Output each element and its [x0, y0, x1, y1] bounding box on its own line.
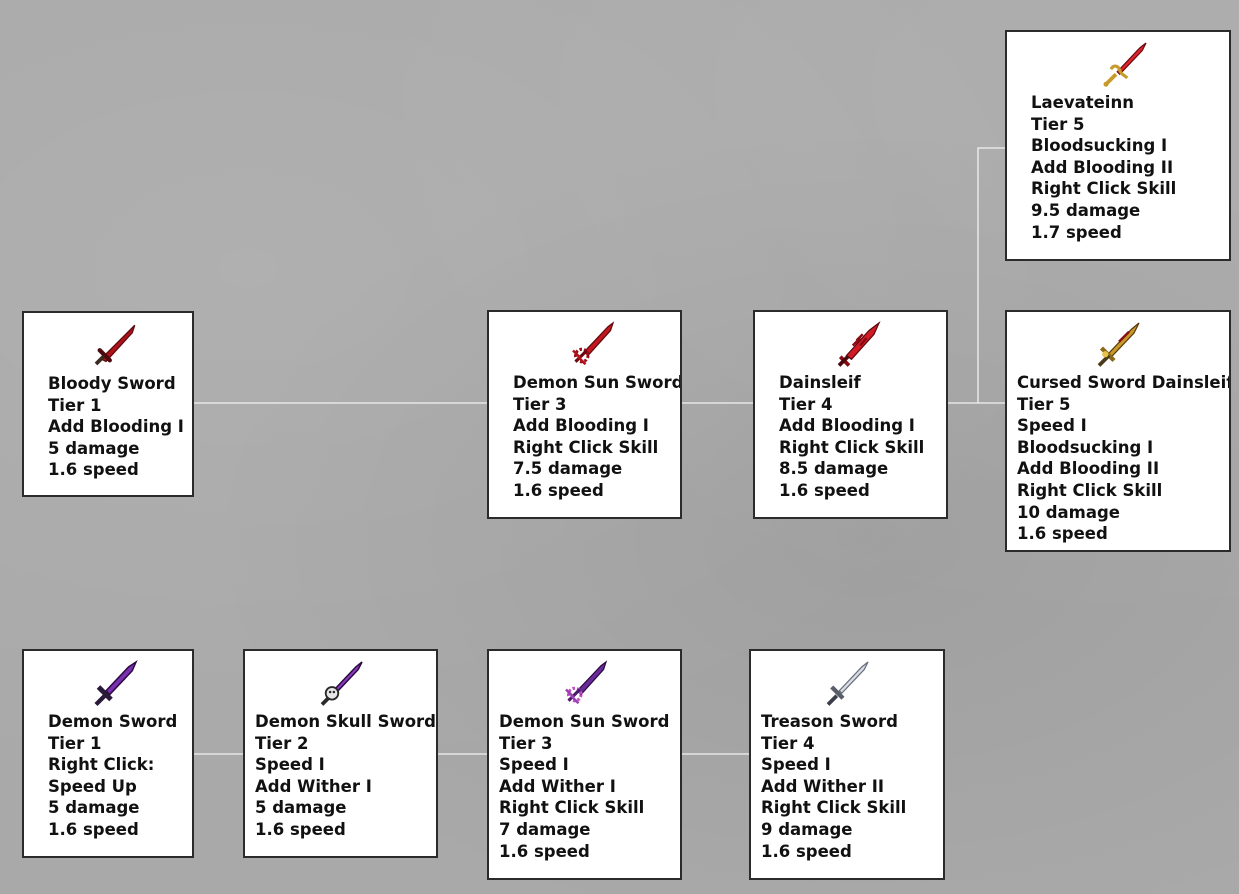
sword-damage: 5 damage [255, 798, 347, 818]
sword-stat: Add Blooding I [513, 416, 649, 436]
node-demon-skull-sword[interactable]: Demon Skull Sword Tier 2 Speed I Add Wit… [243, 649, 438, 858]
edge-dainsleif-to-laevateinn [947, 147, 1006, 404]
sword-name: Demon Sun Sword [499, 712, 670, 731]
purple-skull-sword-icon [320, 661, 363, 706]
sword-tier: Tier 4 [779, 394, 833, 414]
sword-tier: Tier 5 [1017, 394, 1071, 414]
sword-tier: Tier 5 [1031, 114, 1085, 134]
sword-stat: Speed I [1017, 416, 1087, 436]
sword-tier: Tier 1 [48, 395, 102, 415]
purple-sword-icon [94, 659, 138, 707]
sword-stat: Right Click Skill [1017, 480, 1163, 500]
gold-cursed-sword-icon [1097, 322, 1140, 367]
sword-stat: Add Wither I [255, 776, 372, 796]
sword-speed: 1.6 speed [513, 480, 604, 500]
sword-stat: Add Blooding II [1017, 459, 1160, 479]
node-text: Demon Sword Tier 1 Right Click: Speed Up… [48, 711, 184, 841]
sword-name: Laevateinn [1031, 93, 1134, 112]
node-treason-sword[interactable]: Treason Sword Tier 4 Speed I Add Wither … [749, 649, 945, 880]
node-cursed-sword-dainsleif[interactable]: Cursed Sword Dainsleif Tier 5 Speed I Bl… [1005, 310, 1231, 552]
silver-sword-icon [826, 661, 869, 706]
sword-stat: Add Blooding II [1031, 157, 1174, 177]
sword-damage: 7 damage [499, 819, 591, 839]
sword-stat: Right Click Skill [779, 437, 925, 457]
node-text: Demon Skull Sword Tier 2 Speed I Add Wit… [255, 711, 436, 841]
sword-stat: Right Click Skill [513, 437, 659, 457]
node-text: Demon Sun Sword Tier 3 Speed I Add Withe… [499, 711, 672, 862]
sword-name: Treason Sword [761, 712, 898, 731]
sword-speed: 1.6 speed [48, 460, 139, 480]
sword-stat: Bloodsucking I [1031, 136, 1168, 156]
purple-demon-sun-sword-icon [564, 660, 607, 705]
sword-damage: 5 damage [48, 798, 140, 818]
node-text: Demon Sun Sword Tier 3 Add Blooding I Ri… [513, 372, 682, 502]
node-demon-sun-sword-purple[interactable]: Demon Sun Sword Tier 3 Speed I Add Withe… [487, 649, 682, 880]
node-text: Cursed Sword Dainsleif Tier 5 Speed I Bl… [1017, 372, 1231, 545]
sword-stat: Right Click Skill [499, 798, 645, 818]
node-text: Treason Sword Tier 4 Speed I Add Wither … [761, 711, 935, 862]
node-text: Dainsleif Tier 4 Add Blooding I Right Cl… [779, 372, 938, 502]
sword-tier: Tier 3 [513, 394, 567, 414]
sword-damage: 8.5 damage [779, 459, 889, 479]
node-text: Bloody Sword Tier 1 Add Blooding I 5 dam… [48, 373, 184, 481]
sword-stat: Add Blooding I [779, 416, 915, 436]
node-laevateinn[interactable]: Laevateinn Tier 5 Bloodsucking I Add Blo… [1005, 30, 1231, 261]
sword-stat: Speed I [255, 755, 325, 775]
sword-damage: 7.5 damage [513, 459, 623, 479]
sword-name: Demon Sword [48, 712, 178, 731]
sword-name: Cursed Sword Dainsleif [1017, 373, 1231, 392]
node-dainsleif[interactable]: Dainsleif Tier 4 Add Blooding I Right Cl… [753, 310, 948, 519]
sword-name: Bloody Sword [48, 374, 176, 393]
sword-stat: Add Wither I [499, 776, 616, 796]
node-text: Laevateinn Tier 5 Bloodsucking I Add Blo… [1031, 92, 1221, 243]
sword-name: Demon Skull Sword [255, 712, 436, 731]
sword-speed: 1.6 speed [761, 841, 852, 861]
sword-stat: Speed I [499, 755, 569, 775]
node-demon-sun-sword-red[interactable]: Demon Sun Sword Tier 3 Add Blooding I Ri… [487, 310, 682, 519]
sword-stat: Add Wither II [761, 776, 884, 796]
sword-damage: 9 damage [761, 819, 853, 839]
sword-stat: Speed I [761, 755, 831, 775]
sword-name: Demon Sun Sword [513, 373, 682, 392]
sword-speed: 1.6 speed [48, 819, 139, 839]
sword-damage: 5 damage [48, 438, 140, 458]
sword-speed: 1.7 speed [1031, 222, 1122, 242]
sword-stat: Right Click Skill [1031, 179, 1177, 199]
sword-stat: Right Click: [48, 755, 155, 775]
sword-tier: Tier 2 [255, 733, 309, 753]
sword-speed: 1.6 speed [255, 819, 346, 839]
red-gold-sword-icon [1103, 42, 1147, 87]
sword-tier: Tier 4 [761, 733, 815, 753]
red-sword-icon [94, 324, 136, 366]
sword-stat: Right Click Skill [761, 798, 907, 818]
sword-speed: 1.6 speed [1017, 524, 1108, 544]
sword-speed: 1.6 speed [779, 480, 870, 500]
sword-speed: 1.6 speed [499, 841, 590, 861]
red-spear-sword-icon [837, 321, 881, 367]
sword-name: Dainsleif [779, 373, 861, 392]
sword-stat: Speed Up [48, 776, 137, 796]
sword-tier: Tier 1 [48, 733, 102, 753]
sword-stat: Bloodsucking I [1017, 437, 1154, 457]
sword-damage: 9.5 damage [1031, 200, 1141, 220]
sword-tier: Tier 3 [499, 733, 553, 753]
sword-stat: Add Blooding I [48, 417, 184, 437]
sword-damage: 10 damage [1017, 502, 1120, 522]
node-bloody-sword[interactable]: Bloody Sword Tier 1 Add Blooding I 5 dam… [22, 311, 194, 497]
red-demon-sun-sword-icon [571, 321, 614, 366]
node-demon-sword[interactable]: Demon Sword Tier 1 Right Click: Speed Up… [22, 649, 194, 858]
